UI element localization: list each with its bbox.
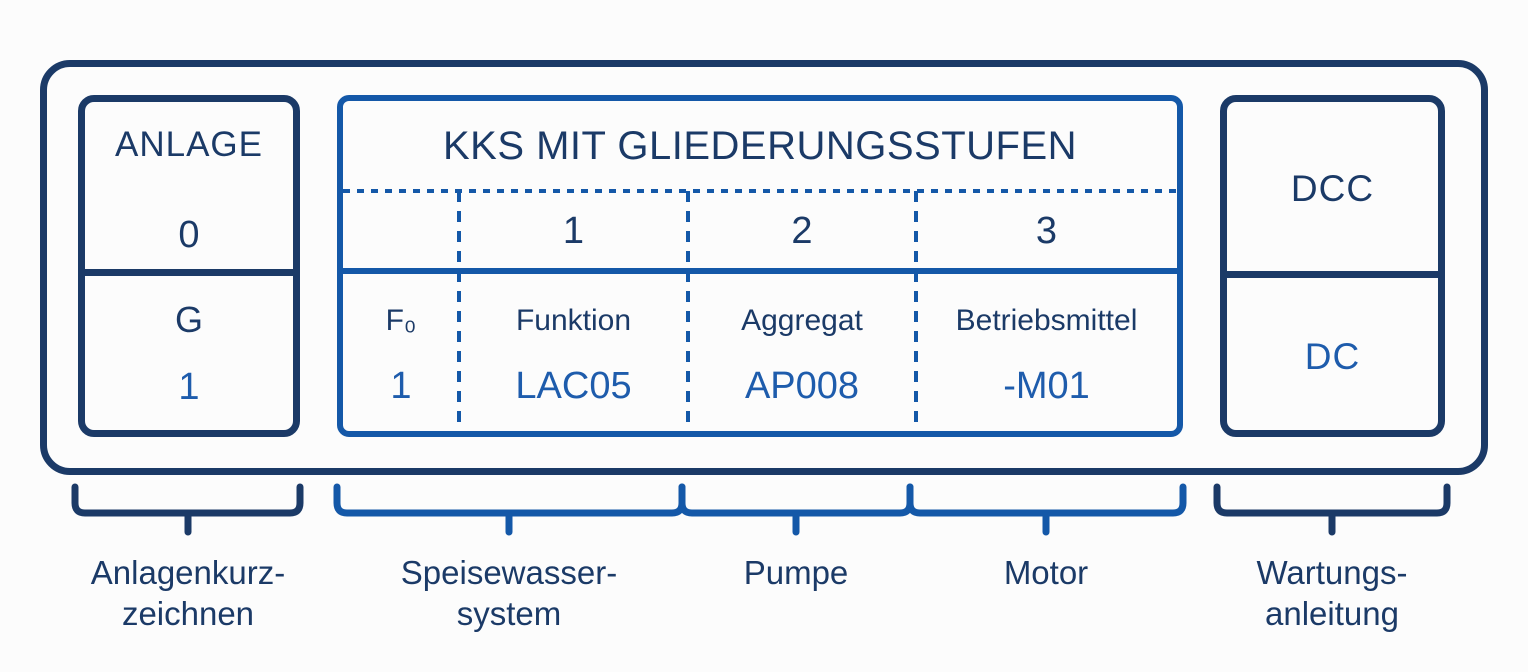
dcc-value: DC — [1304, 336, 1361, 377]
brace-anlagenkurzzeichen — [71, 483, 304, 536]
dcc-divider — [1227, 271, 1438, 278]
dcc-title: DCC — [1290, 168, 1375, 209]
kks-level-1: 1 — [562, 210, 585, 252]
brace-pumpe — [678, 483, 914, 536]
outer-frame — [40, 60, 1488, 475]
kks-column-separator-2 — [686, 191, 690, 431]
anlage-level: 0 — [178, 214, 200, 256]
kks-value-f0: 1 — [390, 365, 412, 407]
kks-label-f0: F₀ — [385, 304, 417, 337]
brace-motor — [906, 483, 1187, 536]
caption-pumpe: Pumpe — [743, 554, 849, 591]
caption-motor: Motor — [1003, 554, 1089, 591]
kks-value-aggregat: AP008 — [744, 365, 860, 407]
anlage-title: ANLAGE — [115, 125, 263, 164]
brace-wartungsanleitung — [1213, 483, 1451, 536]
kks-dotted-line — [343, 189, 1177, 193]
kks-solid-line — [343, 268, 1177, 274]
kks-title: KKS MIT GLIEDERUNGSSTUFEN — [442, 124, 1078, 168]
caption-wartungsanleitung: Wartungs- anleitung — [1256, 554, 1408, 632]
caption-anlagenkurzzeichen: Anlagenkurz- zeichnen — [90, 554, 286, 632]
kks-level-2: 2 — [791, 210, 813, 252]
brace-speisewassersystem — [333, 483, 686, 536]
kks-value-betriebsmittel: -M01 — [1003, 365, 1090, 407]
dcc-box: DCC DC — [1220, 95, 1445, 437]
anlage-box: ANLAGE 0 G 1 — [78, 95, 300, 437]
kks-box: KKS MIT GLIEDERUNGSSTUFEN 1 2 3 F₀ Funkt… — [337, 95, 1183, 437]
kks-label-aggregat: Aggregat — [741, 304, 863, 337]
kks-column-separator-1 — [457, 191, 461, 431]
kks-label-betriebsmittel: Betriebsmittel — [955, 304, 1138, 337]
kks-level-3: 3 — [1035, 210, 1058, 252]
anlage-code-letter: G — [174, 299, 203, 340]
kks-column-separator-3 — [914, 191, 918, 431]
kks-label-funktion: Funktion — [515, 304, 632, 337]
anlage-divider — [85, 269, 293, 276]
anlage-code-number: 1 — [178, 366, 200, 408]
kks-value-funktion: LAC05 — [515, 365, 632, 407]
caption-speisewassersystem: Speisewasser- system — [400, 554, 618, 632]
